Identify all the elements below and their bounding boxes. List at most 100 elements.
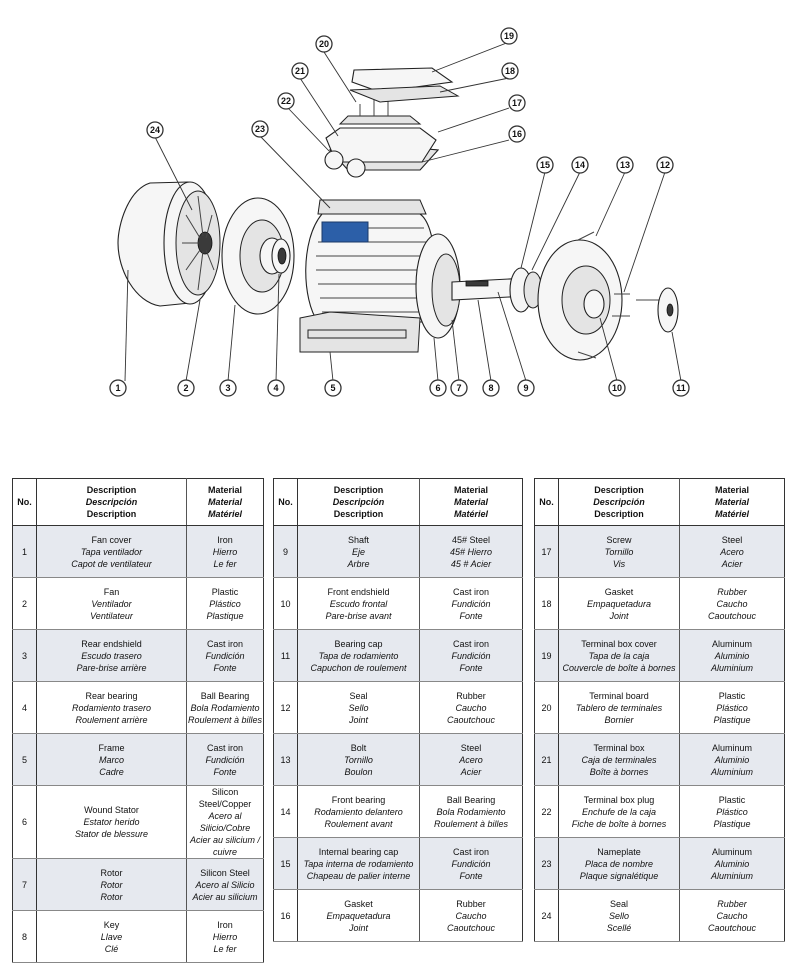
rear-bearing-part xyxy=(271,238,291,274)
rear-endshield-part xyxy=(221,197,295,315)
callout-17: 17 xyxy=(508,94,526,112)
callout-24: 24 xyxy=(146,121,164,139)
svg-text:15: 15 xyxy=(540,160,550,170)
callout-19: 19 xyxy=(500,27,518,45)
bearing-cap-part xyxy=(636,287,679,333)
svg-text:18: 18 xyxy=(505,66,515,76)
front-endshield-part xyxy=(537,231,630,361)
svg-text:21: 21 xyxy=(295,66,305,76)
callout-12: 12 xyxy=(656,156,674,174)
callout-13: 13 xyxy=(616,156,634,174)
callout-6: 6 xyxy=(429,379,447,397)
svg-text:20: 20 xyxy=(319,39,329,49)
svg-text:2: 2 xyxy=(183,383,188,393)
shaft-part xyxy=(451,277,529,301)
callout-18: 18 xyxy=(501,62,519,80)
callout-1: 1 xyxy=(109,379,127,397)
svg-text:3: 3 xyxy=(225,383,230,393)
svg-text:12: 12 xyxy=(660,160,670,170)
callout-21: 21 xyxy=(291,62,309,80)
nameplate-part xyxy=(321,221,369,243)
svg-text:11: 11 xyxy=(676,383,686,393)
svg-text:7: 7 xyxy=(456,383,461,393)
callout-20: 20 xyxy=(315,35,333,53)
svg-text:23: 23 xyxy=(255,124,265,134)
svg-text:19: 19 xyxy=(504,31,514,41)
callout-5: 5 xyxy=(324,379,342,397)
callout-10: 10 xyxy=(608,379,626,397)
callout-23: 23 xyxy=(251,120,269,138)
callout-22: 22 xyxy=(277,92,295,110)
fan-part xyxy=(175,190,221,296)
callout-16: 16 xyxy=(508,125,526,143)
svg-text:14: 14 xyxy=(575,160,585,170)
front-bearing-part xyxy=(509,267,543,313)
svg-text:22: 22 xyxy=(281,96,291,106)
svg-text:16: 16 xyxy=(512,129,522,139)
callout-14: 14 xyxy=(571,156,589,174)
svg-text:17: 17 xyxy=(512,98,522,108)
frame-part xyxy=(299,199,436,353)
callout-8: 8 xyxy=(482,379,500,397)
callout-3: 3 xyxy=(219,379,237,397)
callout-15: 15 xyxy=(536,156,554,174)
svg-text:13: 13 xyxy=(620,160,630,170)
no-header: No. xyxy=(12,478,37,526)
no-header: No. xyxy=(534,478,559,526)
front-flange-part xyxy=(415,233,461,339)
no-header: No. xyxy=(273,478,298,526)
svg-text:24: 24 xyxy=(150,125,160,135)
svg-text:5: 5 xyxy=(330,383,335,393)
svg-text:10: 10 xyxy=(612,383,622,393)
callout-2: 2 xyxy=(177,379,195,397)
callout-9: 9 xyxy=(517,379,535,397)
callout-11: 11 xyxy=(672,379,690,397)
svg-text:1: 1 xyxy=(115,383,120,393)
motor-exploded-diagram: 1 2 3 4 5 6 7 8 9 10 11 12 13 14 15 16 1… xyxy=(109,27,690,397)
svg-text:9: 9 xyxy=(523,383,528,393)
svg-text:6: 6 xyxy=(435,383,440,393)
leader-lines xyxy=(124,41,682,382)
svg-text:4: 4 xyxy=(273,383,278,393)
svg-text:8: 8 xyxy=(488,383,493,393)
callout-4: 4 xyxy=(267,379,285,397)
terminal-box-part xyxy=(324,67,460,178)
callout-7: 7 xyxy=(450,379,468,397)
